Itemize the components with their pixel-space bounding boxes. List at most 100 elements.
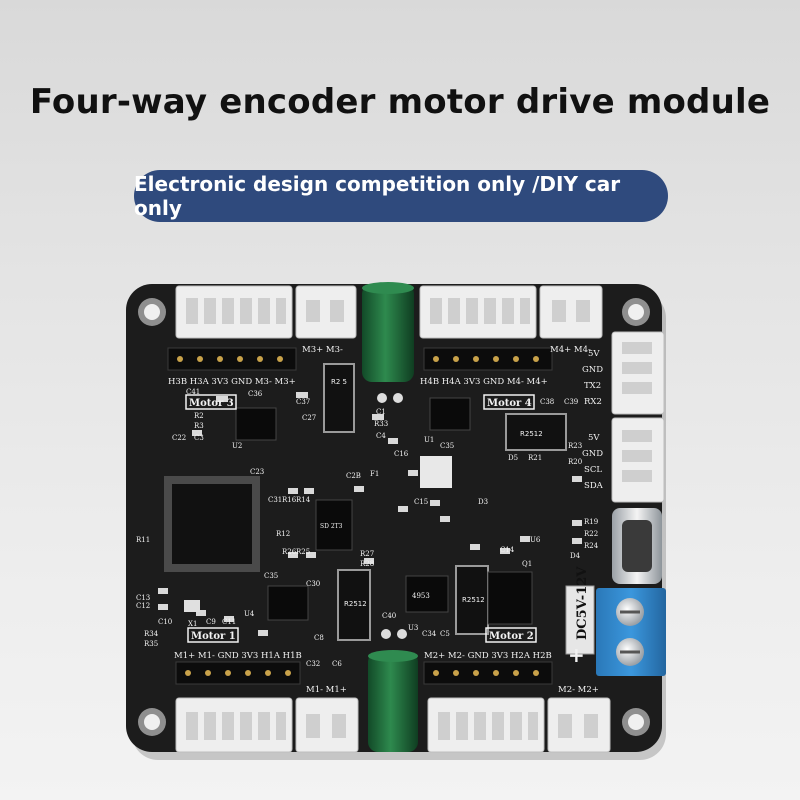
svg-text:R12: R12 <box>276 530 290 538</box>
svg-text:C35: C35 <box>264 572 278 580</box>
m4-output-labels: M4+ M4- <box>550 345 591 355</box>
svg-text:R2 5: R2 5 <box>331 378 347 386</box>
svg-text:R3: R3 <box>194 422 204 430</box>
svg-text:GND: GND <box>582 365 603 375</box>
shunt-code: R2512 <box>520 430 543 438</box>
shunt-resistors <box>323 363 567 641</box>
i2c-pin-labels: 5V GND SCL SDA <box>582 433 604 491</box>
motor2-pin-labels: M2+ M2- GND 3V3 H2A H2B <box>424 651 552 661</box>
chip-text: SD 2T3 <box>320 523 343 530</box>
led-module <box>420 456 452 488</box>
svg-text:R33: R33 <box>374 420 388 428</box>
svg-text:R25: R25 <box>296 548 310 556</box>
subtitle-badge: Electronic design competition only /DIY … <box>134 170 668 222</box>
svg-text:C12: C12 <box>136 602 150 610</box>
motor-label-boxes <box>185 394 537 643</box>
electrolytic-capacitor-top <box>362 282 414 403</box>
svg-text:TX2: TX2 <box>584 381 601 391</box>
svg-text:C14: C14 <box>500 546 515 554</box>
page-title: Four-way encoder motor drive module <box>29 82 771 122</box>
svg-text:R23: R23 <box>568 442 582 450</box>
electrolytic-capacitor-bottom <box>368 629 418 752</box>
svg-text:C23: C23 <box>250 468 264 476</box>
svg-text:R14: R14 <box>296 496 311 504</box>
svg-text:R11: R11 <box>136 536 150 544</box>
m2-output-labels: M2- M2+ <box>558 685 599 695</box>
svg-text:C13: C13 <box>136 594 150 602</box>
svg-text:R20: R20 <box>568 458 582 466</box>
svg-text:F1: F1 <box>370 470 379 478</box>
svg-text:U2: U2 <box>232 442 242 450</box>
svg-text:C15: C15 <box>414 498 428 506</box>
svg-text:R24: R24 <box>584 542 599 550</box>
svg-text:R19: R19 <box>584 518 598 526</box>
svg-text:C35: C35 <box>440 442 454 450</box>
svg-text:C41: C41 <box>186 388 200 396</box>
svg-text:C31: C31 <box>268 496 282 504</box>
svg-text:GND: GND <box>582 449 603 459</box>
svg-text:D5: D5 <box>508 454 518 462</box>
svg-text:C4: C4 <box>376 432 386 440</box>
svg-text:C11: C11 <box>222 618 236 626</box>
uart-pin-labels: 5V GND TX2 RX2 <box>582 349 603 407</box>
svg-text:U4: U4 <box>244 610 255 618</box>
svg-text:R22: R22 <box>584 530 598 538</box>
svg-text:C32: C32 <box>306 660 320 668</box>
driver-ics <box>235 397 533 625</box>
power-terminal-block <box>596 588 666 676</box>
svg-text:R2512: R2512 <box>344 600 367 608</box>
svg-text:SDA: SDA <box>584 481 604 491</box>
svg-text:C16: C16 <box>394 450 409 458</box>
motor4-pin-labels: H4B H4A 3V3 GND M4- M4+ <box>420 377 548 387</box>
svg-text:5V: 5V <box>588 433 600 443</box>
svg-text:R26: R26 <box>282 548 297 556</box>
svg-text:Q1: Q1 <box>522 560 532 568</box>
svg-text:R21: R21 <box>528 454 542 462</box>
svg-text:U3: U3 <box>408 624 418 632</box>
svg-text:C3: C3 <box>194 434 204 442</box>
svg-text:C9: C9 <box>206 618 216 626</box>
svg-text:R27: R27 <box>360 550 374 558</box>
svg-text:D4: D4 <box>570 552 581 560</box>
svg-text:R16: R16 <box>282 496 297 504</box>
power-label: DC5V-12V <box>575 566 590 640</box>
svg-text:RX2: RX2 <box>584 397 602 407</box>
svg-text:R28: R28 <box>360 560 374 568</box>
svg-text:C39: C39 <box>564 398 578 406</box>
motor3-pin-labels: H3B H3A 3V3 GND M3- M3+ <box>168 377 296 387</box>
svg-text:C10: C10 <box>158 618 172 626</box>
svg-text:C6: C6 <box>332 660 342 668</box>
motor4-label: Motor 4 <box>487 398 532 409</box>
svg-text:D3: D3 <box>478 498 488 506</box>
svg-text:U6: U6 <box>530 536 541 544</box>
motor2-label: Motor 2 <box>489 631 534 642</box>
svg-text:5V: 5V <box>588 349 600 359</box>
motor1-label: Motor 1 <box>191 631 236 642</box>
pin-header-top <box>167 347 553 685</box>
svg-text:C1: C1 <box>376 408 386 416</box>
svg-text:SCL: SCL <box>584 465 602 475</box>
svg-text:C22: C22 <box>172 434 186 442</box>
mounting-holes <box>138 298 650 736</box>
svg-text:C5: C5 <box>440 630 450 638</box>
svg-text:U1: U1 <box>424 436 434 444</box>
svg-text:X1: X1 <box>188 620 197 628</box>
m3-output-labels: M3+ M3- <box>302 345 343 355</box>
m1-output-labels: M1- M1+ <box>306 685 347 695</box>
motor1-pin-labels: M1+ M1- GND 3V3 H1A H1B <box>174 651 302 661</box>
svg-text:R35: R35 <box>144 640 158 648</box>
mcu-chip <box>164 476 260 572</box>
motor3-label: Motor 3 <box>189 398 234 409</box>
svg-text:R34: R34 <box>144 630 159 638</box>
svg-text:C37: C37 <box>296 398 310 406</box>
svg-text:R2512: R2512 <box>462 596 485 604</box>
reference-designators: C41 R2 R3 C22 C3 U2 C36 C37 C27 C1 R33 C… <box>136 388 599 668</box>
svg-text:C38: C38 <box>540 398 554 406</box>
svg-text:C27: C27 <box>302 414 316 422</box>
svg-text:C30: C30 <box>306 580 320 588</box>
svg-text:C8: C8 <box>314 634 324 642</box>
svg-text:R2: R2 <box>194 412 204 420</box>
svg-text:C2B: C2B <box>346 472 361 480</box>
ic-text: 4953 <box>412 592 430 600</box>
